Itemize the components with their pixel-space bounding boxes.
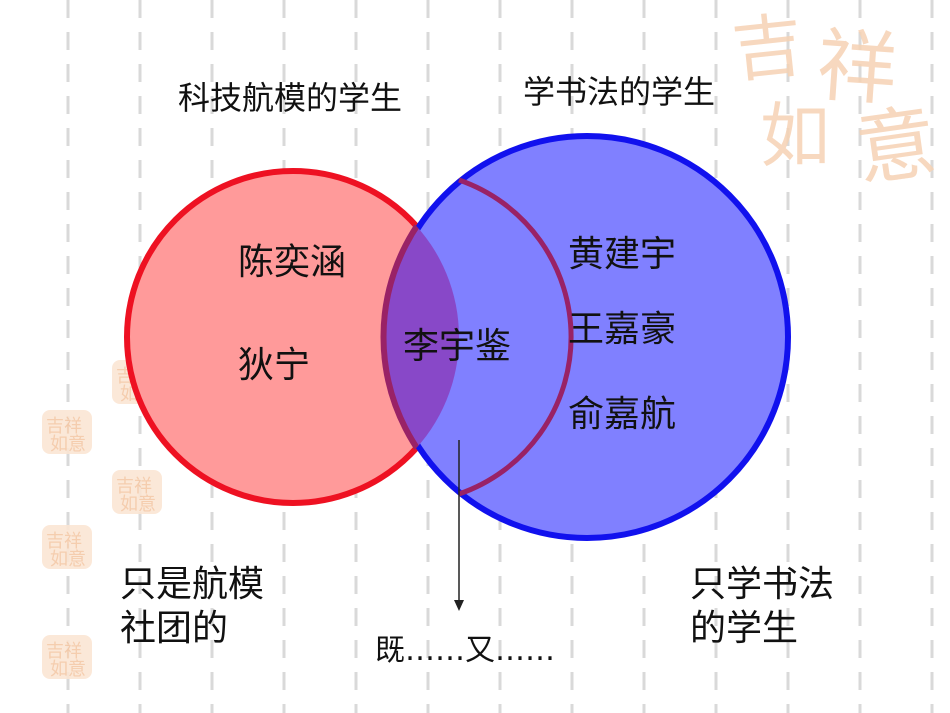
- note-line: 的学生: [690, 608, 799, 649]
- left-only-note: 只是航模 社团的: [120, 563, 264, 651]
- right-member-name: 俞嘉航: [568, 394, 677, 435]
- svg-text:如意: 如意: [120, 494, 156, 515]
- right-set-title: 学书法的学生: [523, 73, 716, 111]
- svg-text:如: 如: [760, 95, 830, 177]
- svg-text:吉祥: 吉祥: [116, 476, 152, 497]
- svg-text:如意: 如意: [50, 659, 86, 680]
- svg-text:吉祥: 吉祥: [46, 531, 82, 552]
- svg-text:意: 意: [850, 95, 942, 198]
- svg-text:如意: 如意: [50, 434, 86, 455]
- svg-text:吉祥: 吉祥: [46, 416, 82, 437]
- svg-text:祥: 祥: [814, 19, 900, 117]
- auspicious-seal-icon: 吉 祥 如 意: [729, 4, 943, 198]
- left-member-name: 陈奕涵: [238, 242, 347, 283]
- left-member-name: 狄宁: [238, 345, 311, 386]
- right-only-note: 只学书法 的学生: [690, 563, 834, 651]
- note-line: 只是航模: [120, 564, 265, 605]
- intersection-outline: [458, 177, 574, 497]
- intersection-caption: 既……又……: [375, 633, 555, 668]
- right-member-name: 黄建宇: [568, 234, 677, 275]
- svg-text:如意: 如意: [50, 549, 86, 570]
- arrow-to-caption: [454, 440, 464, 611]
- note-line: 只学书法: [690, 564, 835, 605]
- right-member-name: 王嘉豪: [568, 309, 677, 350]
- svg-text:吉: 吉: [729, 4, 807, 93]
- note-line: 社团的: [120, 608, 229, 649]
- left-set-title: 科技航模的学生: [178, 79, 403, 117]
- svg-text:吉祥: 吉祥: [46, 641, 82, 662]
- intersection-member-name: 李宇鉴: [403, 326, 512, 367]
